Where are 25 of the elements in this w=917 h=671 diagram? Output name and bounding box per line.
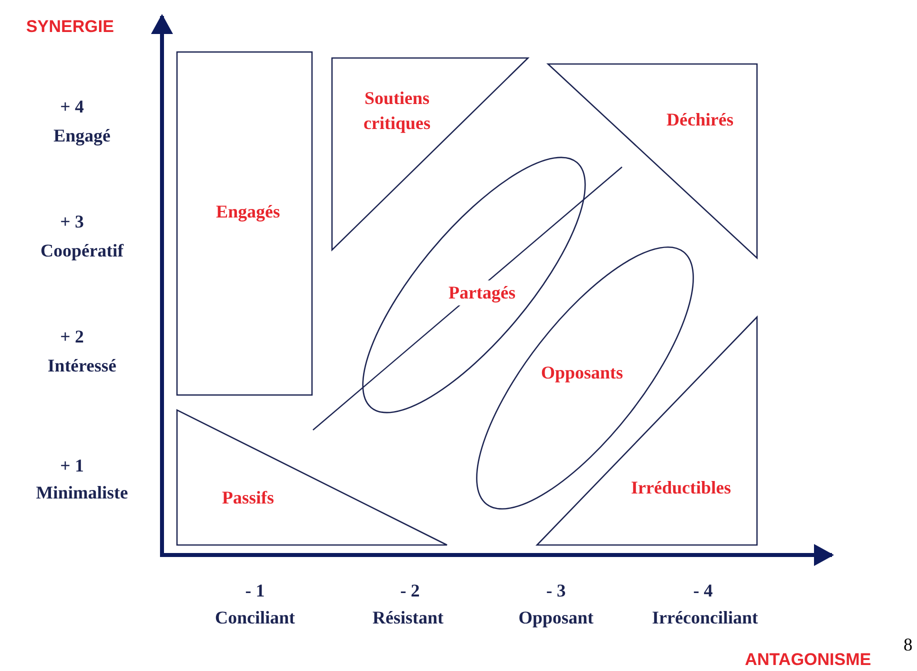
scale-name: Minimaliste [36, 482, 128, 504]
scale-value: + 3 [60, 212, 84, 232]
region-label: Déchirés [666, 108, 734, 132]
scale-name: Irréconciliant [652, 608, 758, 628]
axis-title: ANTAGONISME [744, 650, 872, 670]
region-label: Engagés [216, 200, 280, 224]
region-label: Opposants [540, 361, 624, 384]
region-label: Soutiens critiques [362, 86, 432, 135]
region-label: Irréductibles [631, 476, 731, 500]
scale-value: + 4 [60, 96, 84, 118]
scale-value: - 1 [245, 580, 265, 602]
scale-value: - 2 [400, 580, 420, 602]
axis-title: SYNERGIE [26, 17, 114, 37]
scale-value: - 3 [546, 580, 566, 602]
region-label: Passifs [222, 486, 274, 510]
scale-name: Conciliant [215, 608, 295, 628]
scale-name: Intéressé [48, 356, 116, 376]
scale-name: Engagé [54, 126, 110, 146]
scale-name: Coopératif [40, 240, 124, 262]
scale-name: Résistant [372, 608, 444, 628]
scale-value: + 1 [60, 456, 84, 476]
scale-value: - 4 [693, 580, 713, 602]
page-number: 8 [904, 634, 912, 656]
scale-name: Opposant [518, 608, 594, 628]
scale-value: + 2 [60, 326, 84, 348]
